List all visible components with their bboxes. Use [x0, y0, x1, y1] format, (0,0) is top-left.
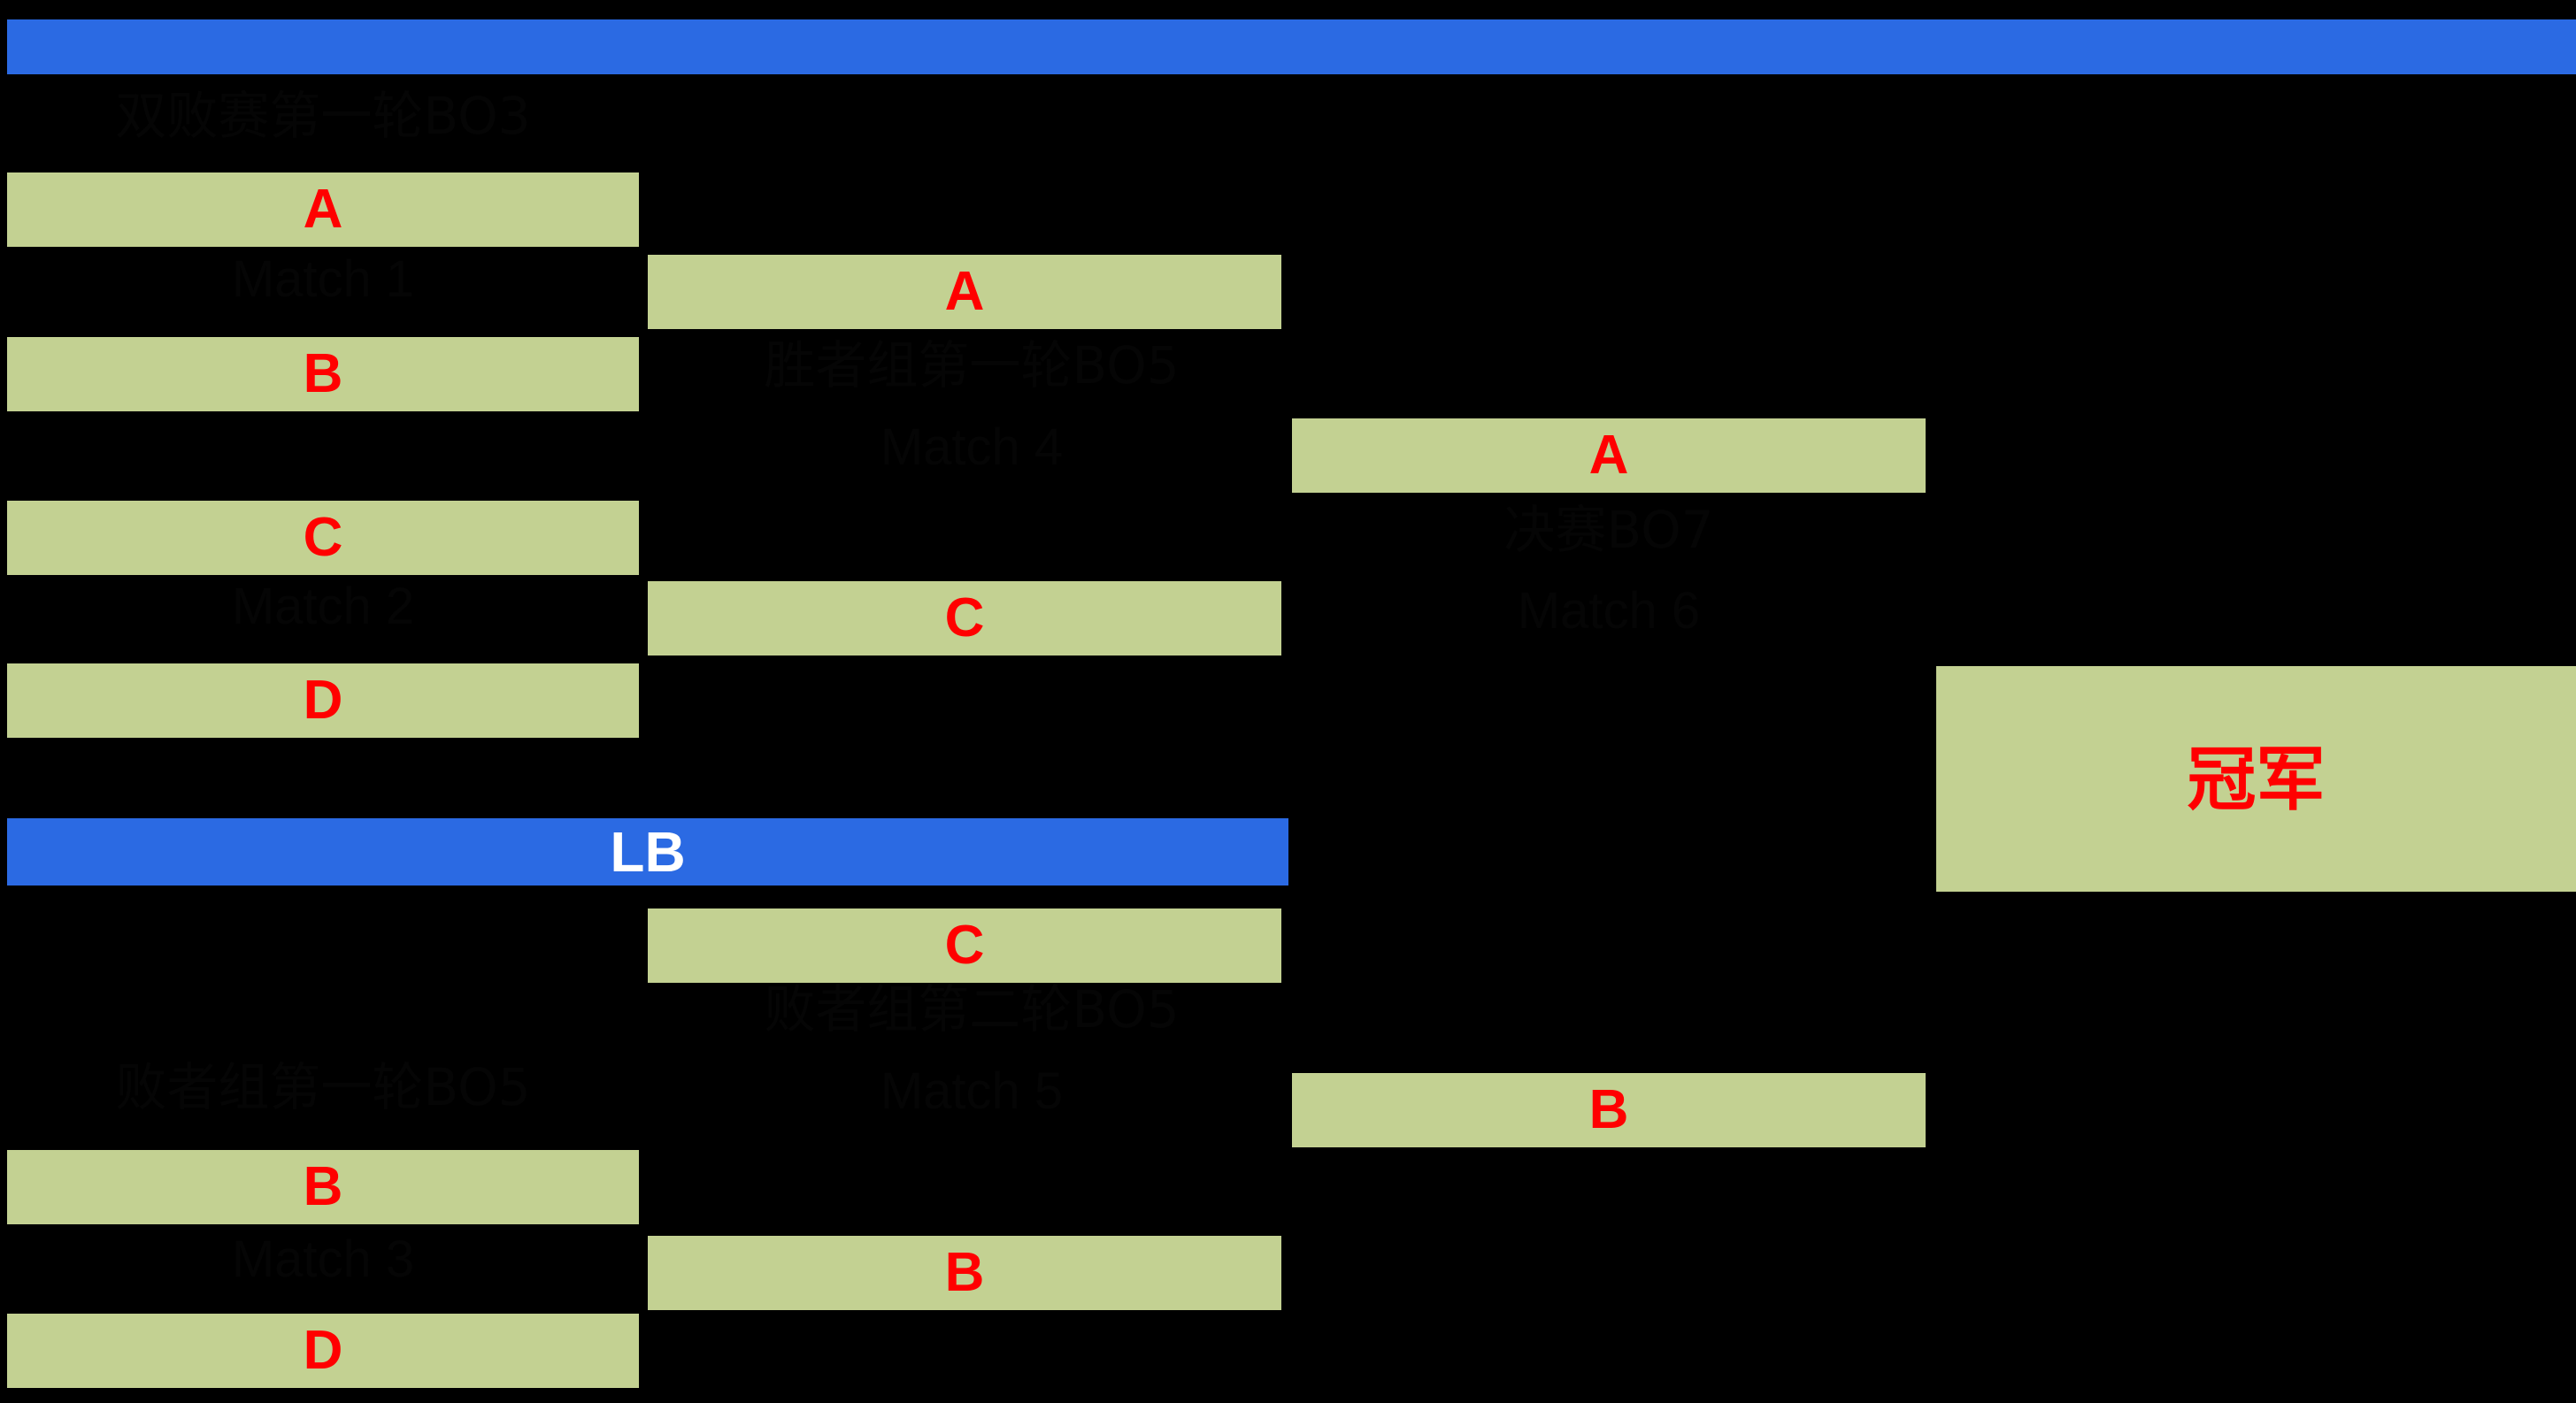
- team-box-seed-c[interactable]: C: [7, 501, 639, 575]
- caption-match4: Match 4: [880, 418, 1064, 476]
- caption-match5: Match 5: [880, 1062, 1064, 1120]
- team-box-seed-a[interactable]: A: [7, 172, 639, 247]
- team-label: D: [303, 670, 343, 731]
- team-label: D: [303, 1320, 343, 1381]
- team-box-lb-d[interactable]: D: [7, 1314, 639, 1388]
- team-box-lb-b[interactable]: B: [7, 1150, 639, 1224]
- team-label: C: [303, 507, 343, 568]
- caption-match3: Match 3: [231, 1230, 415, 1288]
- team-label: B: [303, 1156, 343, 1217]
- team-label: B: [303, 343, 343, 404]
- champion-box[interactable]: 冠军: [1936, 666, 2576, 892]
- team-label: A: [944, 261, 985, 322]
- champion-label: 冠军: [2187, 740, 2326, 818]
- team-label: A: [303, 179, 343, 240]
- caption-match1: Match 1: [231, 250, 415, 308]
- caption-wb-round1: 双败赛第一轮BO3: [115, 86, 531, 146]
- team-box-final-a[interactable]: A: [1292, 418, 1926, 493]
- team-box-seed-b[interactable]: B: [7, 337, 639, 411]
- caption-lb-round2: 败者组第二轮BO5: [764, 979, 1180, 1039]
- team-box-wb-a[interactable]: A: [648, 255, 1281, 329]
- team-label: B: [1588, 1079, 1629, 1140]
- caption-match6: Match 6: [1517, 582, 1701, 640]
- caption-match2: Match 2: [231, 578, 415, 635]
- team-label: C: [944, 915, 985, 976]
- team-label: C: [944, 587, 985, 648]
- team-box-lb-c[interactable]: C: [648, 908, 1281, 983]
- lower-bracket-bar: LB: [7, 818, 1288, 886]
- lower-bracket-bar-label: LB: [610, 820, 686, 884]
- top-bracket-bar-label: [7, 19, 2576, 74]
- team-box-lb-b2[interactable]: B: [648, 1236, 1281, 1310]
- team-label: A: [1588, 425, 1629, 486]
- team-box-final-b[interactable]: B: [1292, 1073, 1926, 1147]
- team-label: B: [944, 1242, 985, 1303]
- caption-lb-round1: 败者组第一轮BO5: [115, 1057, 531, 1117]
- caption-finals: 决赛BO7: [1503, 500, 1714, 560]
- team-box-wb-c[interactable]: C: [648, 581, 1281, 656]
- team-box-seed-d[interactable]: D: [7, 663, 639, 738]
- caption-wb-round2: 胜者组第一轮BO5: [764, 335, 1180, 395]
- top-bracket-bar: [7, 19, 2576, 74]
